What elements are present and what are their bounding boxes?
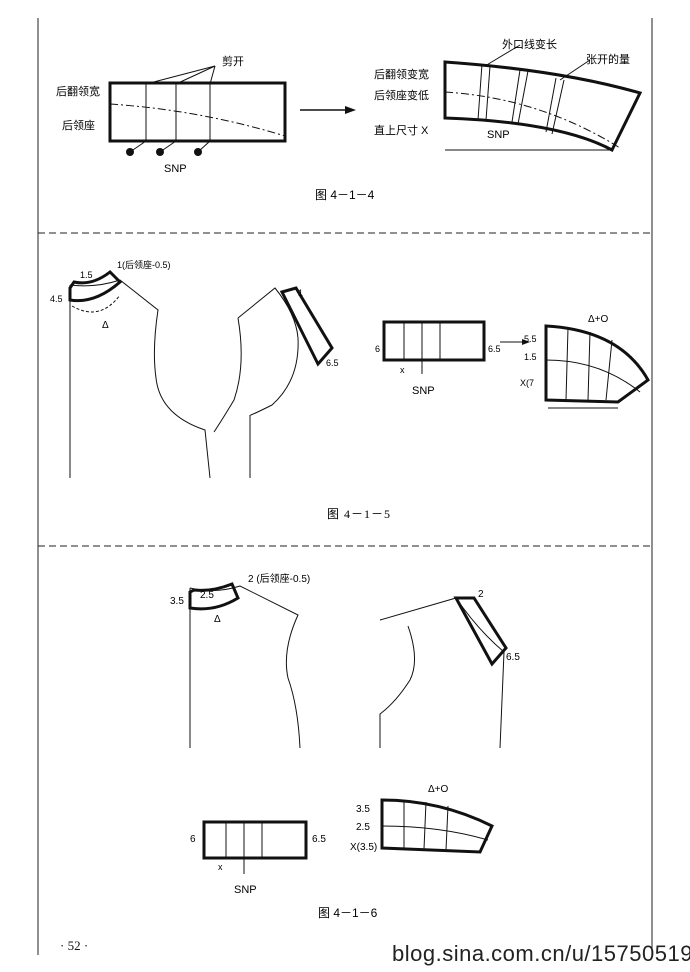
caption-4-1-6: 图 4－1－6 <box>318 906 378 920</box>
label-spread: 张开的量 <box>586 52 630 66</box>
v1: 1 <box>298 288 303 298</box>
collar-rect-5 <box>382 320 486 362</box>
x-rect: x <box>400 365 405 375</box>
page-number: · 52 · <box>60 938 89 953</box>
v25-back: 2.5 <box>200 590 214 601</box>
watermark: blog.sina.com.cn/u/1575051941 <box>392 941 690 966</box>
label-outer-edge: 外口线变长 <box>502 37 557 51</box>
label-snp-right: SNP <box>487 129 510 141</box>
v45: 4.5 <box>50 294 63 304</box>
x-result-5: X(7 <box>520 378 534 388</box>
v65-rect: 6.5 <box>488 344 501 354</box>
page-frame <box>37 18 653 955</box>
v65-front-6: 6.5 <box>506 652 520 663</box>
sum-6: Δ+O <box>428 784 449 795</box>
v25-result: 2.5 <box>356 822 370 833</box>
figure-4-1-4: 剪开 后翻领宽 后领座 SNP 外口线变长 张开的量 后翻领变宽 后领座变低 直… <box>56 37 643 175</box>
label-back-stand-w: 后领座变低 <box>374 88 429 102</box>
delta-6: Δ <box>214 614 221 625</box>
v65-rect-6: 6.5 <box>312 834 326 845</box>
figure-4-1-6: 3.5 2.5 2 (后领座-0.5) Δ 2 6.5 6 6.5 x SNP … <box>170 572 520 920</box>
x-rect-6: x <box>218 862 223 872</box>
delta: Δ <box>102 320 109 331</box>
v15-result: 1.5 <box>524 352 537 362</box>
v35-back: 3.5 <box>170 596 184 607</box>
back-note: 1(后领座-0.5) <box>117 259 171 270</box>
v55: 5.5 <box>524 334 537 344</box>
v35-result: 3.5 <box>356 804 370 815</box>
result-collar-5 <box>544 324 650 404</box>
caption-4-1-5: 图 4－1－5 <box>327 507 391 521</box>
v65-front: 6.5 <box>326 358 339 368</box>
back-note-6: 2 (后领座-0.5) <box>248 572 310 585</box>
result-collar-6 <box>380 798 494 854</box>
x-result-6: X(3.5) <box>350 842 377 853</box>
label-straight: 直上尺寸 X <box>374 123 429 137</box>
v15: 1.5 <box>80 270 93 280</box>
label-cut: 剪开 <box>222 54 244 68</box>
snp-5: SNP <box>412 385 435 397</box>
v6-rect-6: 6 <box>190 834 196 845</box>
label-back-collar-width: 后翻领宽 <box>56 84 100 98</box>
sum-5: Δ+O <box>588 314 609 325</box>
v2: 2 <box>478 589 484 600</box>
label-back-collar-w: 后翻领变宽 <box>374 67 429 81</box>
caption-4-1-4: 图 4－1－4 <box>315 188 375 202</box>
spread-collar <box>443 60 643 153</box>
collar-rect-6 <box>202 820 308 860</box>
label-snp: SNP <box>164 163 187 175</box>
figure-4-1-5: 1.5 4.5 1(后领座-0.5) Δ 1 6.5 6 6.5 x SNP <box>50 259 650 521</box>
collar-rectangle <box>108 81 287 143</box>
snp-6: SNP <box>234 884 257 896</box>
label-back-stand: 后领座 <box>62 118 95 132</box>
v6: 6 <box>375 344 380 354</box>
